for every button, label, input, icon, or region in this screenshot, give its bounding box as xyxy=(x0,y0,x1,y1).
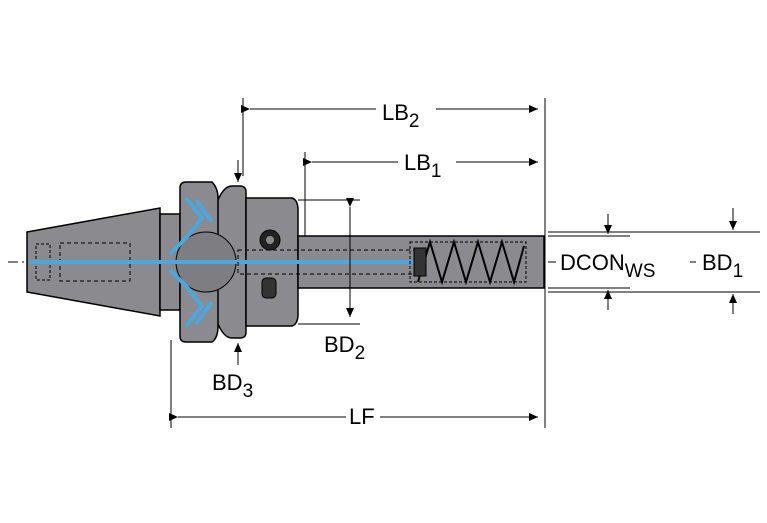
spring-assembly xyxy=(409,238,527,286)
coolant-channels xyxy=(30,196,420,328)
dcon-label: DCONWS xyxy=(560,250,655,282)
lb2-label: LB2 xyxy=(382,100,420,132)
bd1-label: BD1 xyxy=(702,250,743,282)
lf-label: LF xyxy=(349,404,375,429)
clamp-screw xyxy=(259,229,281,299)
bd2-label: BD2 xyxy=(324,332,365,364)
lb1-label: LB1 xyxy=(404,150,442,182)
bd3-label: BD3 xyxy=(212,370,253,402)
extension-lines xyxy=(170,98,760,428)
